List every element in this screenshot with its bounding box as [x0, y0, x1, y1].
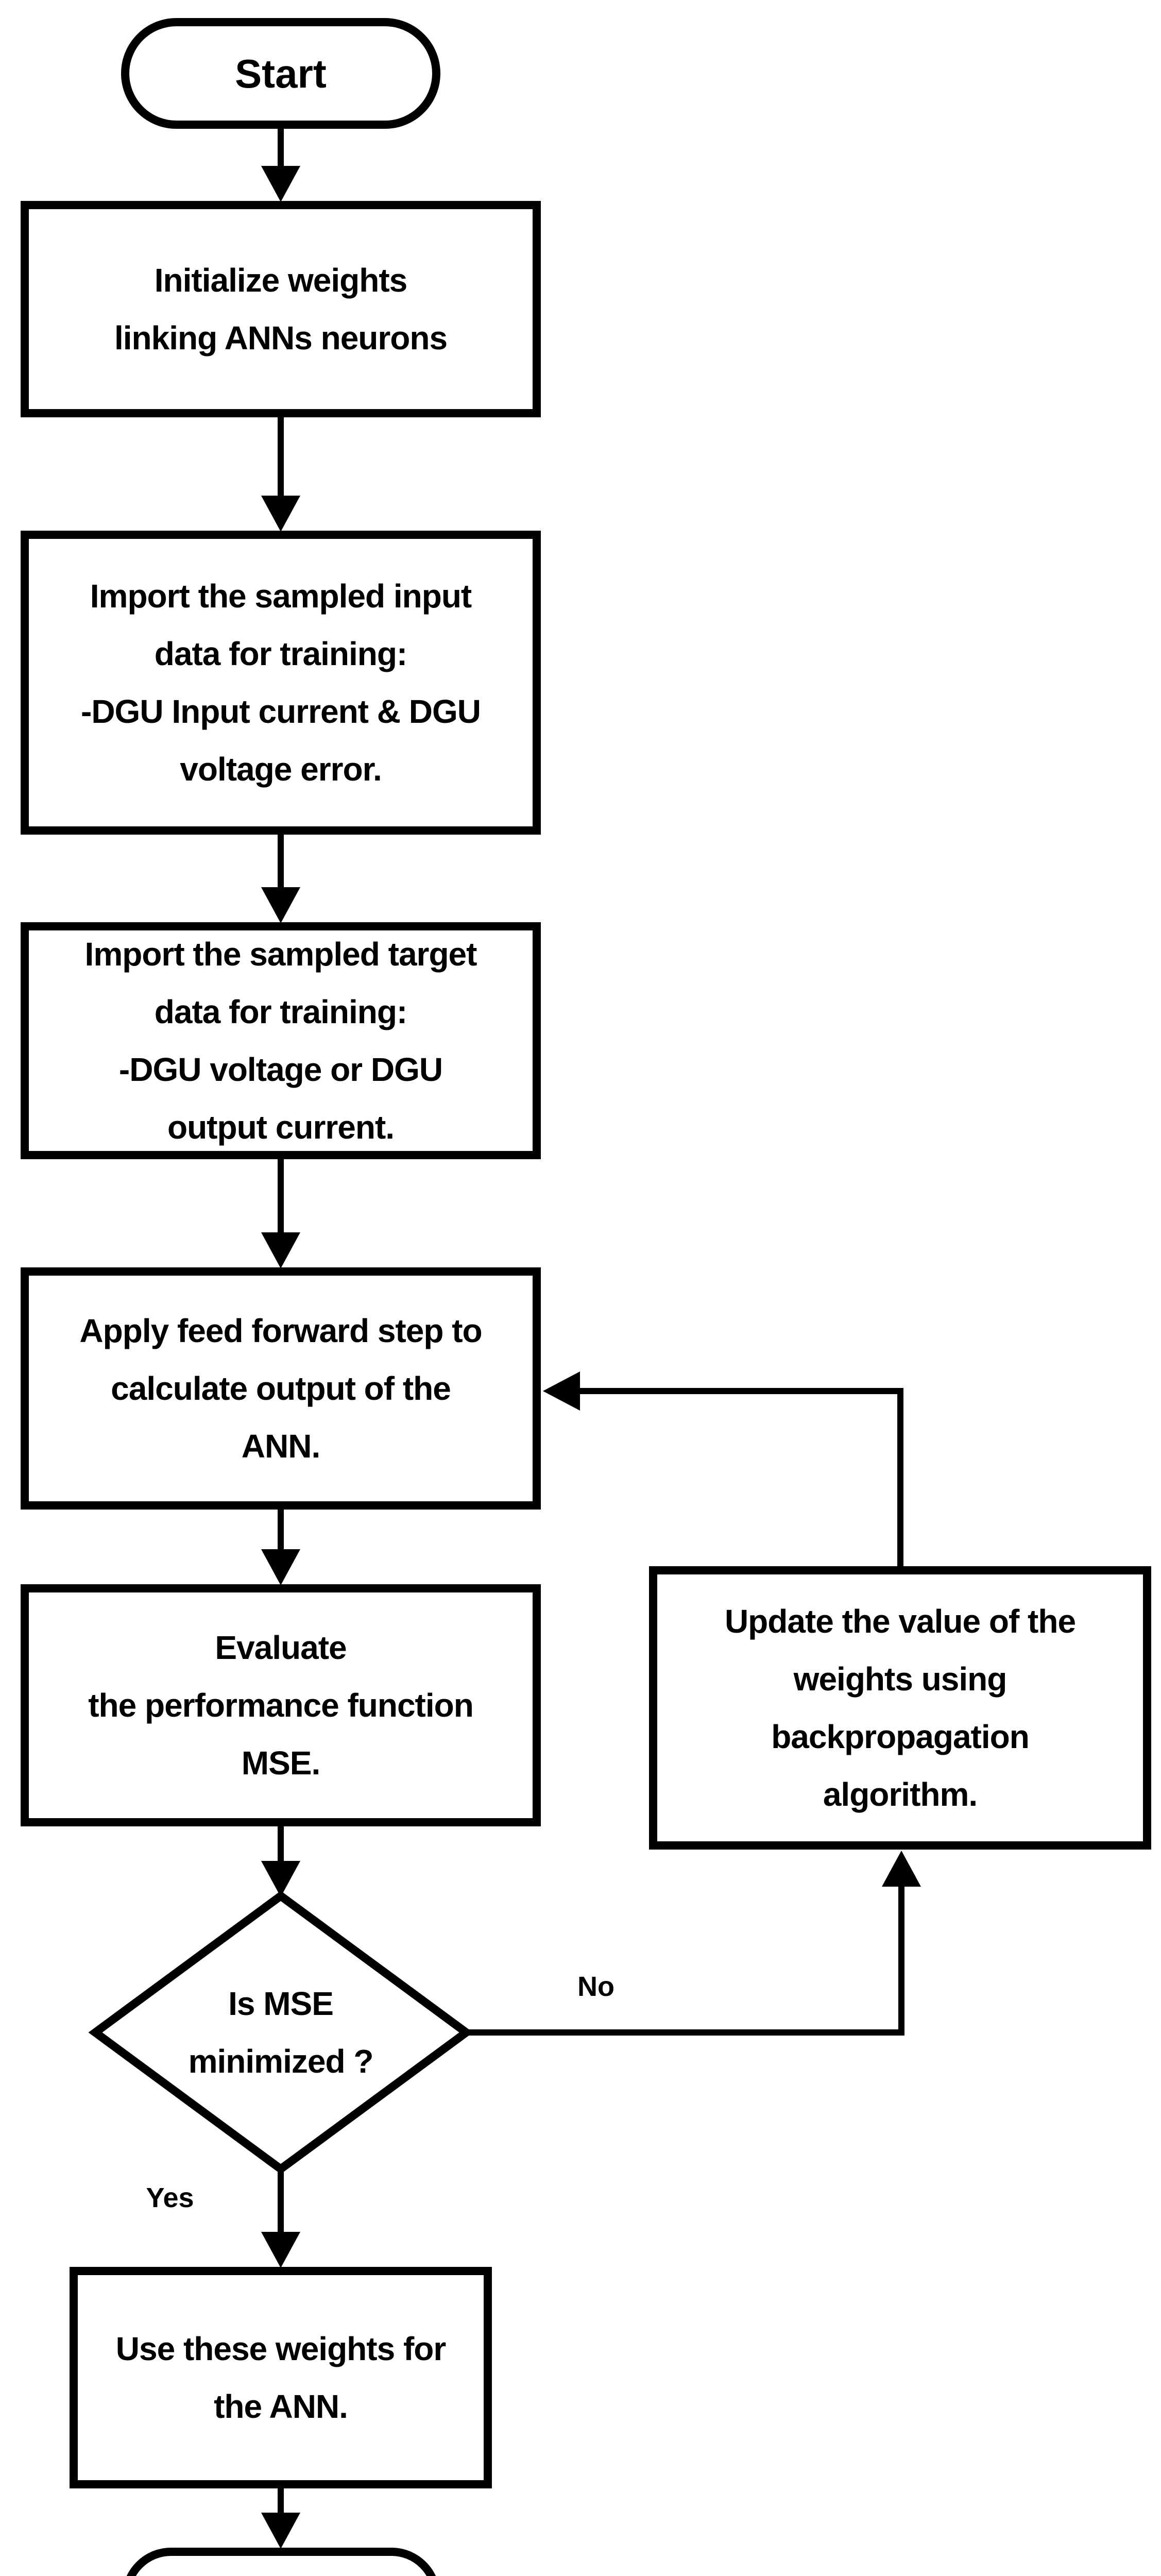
- node-feed-forward: Apply feed forward step to calculate out…: [21, 1267, 541, 1510]
- arrowhead-use-weights-to-end: [261, 2513, 300, 2549]
- arrowhead-evaluate-to-decision: [261, 1861, 300, 1897]
- node-feed-forward-text: Apply feed forward step to calculate out…: [79, 1312, 482, 1465]
- arrowhead-update-to-feed-forward: [543, 1371, 580, 1411]
- node-decision-is-mse-minimized: Is MSE minimized ?: [147, 1958, 415, 2107]
- node-import-target-data: Import the sampled target data for train…: [21, 922, 541, 1159]
- arrowhead-initialize-to-import-input: [261, 496, 300, 532]
- node-use-weights: Use these weights for the ANN.: [70, 2267, 492, 2488]
- arrowhead-start-to-initialize: [261, 166, 300, 202]
- node-evaluate-mse-text: Evaluate the performance function MSE.: [88, 1629, 474, 1782]
- edge-label-yes: Yes: [146, 2182, 194, 2213]
- node-use-weights-text: Use these weights for the ANN.: [115, 2330, 446, 2425]
- connector-no-decision-to-update: [466, 1887, 904, 2036]
- arrowhead-yes-decision-to-use-weights: [261, 2232, 300, 2268]
- node-update-weights-text: Update the value of the weights using ba…: [724, 1603, 1076, 1813]
- arrowhead-feed-forward-to-evaluate: [261, 1549, 300, 1585]
- node-end: End: [122, 2548, 440, 2576]
- connector-update-to-feed-forward: [580, 1388, 903, 1566]
- node-update-weights: Update the value of the weights using ba…: [649, 1566, 1151, 1850]
- node-initialize-weights: Initialize weights linking ANNs neurons: [21, 201, 541, 417]
- node-start: Start: [121, 18, 440, 129]
- node-decision-text: Is MSE minimized ?: [188, 1985, 374, 2080]
- node-import-input-data: Import the sampled input data for traini…: [21, 531, 541, 835]
- node-initialize-weights-text: Initialize weights linking ANNs neurons: [114, 262, 448, 357]
- node-evaluate-mse: Evaluate the performance function MSE.: [21, 1584, 541, 1826]
- node-start-label: Start: [235, 50, 327, 96]
- node-import-target-data-text: Import the sampled target data for train…: [84, 936, 477, 1146]
- arrowhead-no-decision-to-update: [882, 1851, 921, 1887]
- edge-label-no: No: [577, 1971, 614, 2002]
- arrowhead-import-input-to-import-target: [261, 887, 300, 923]
- node-end-label: End: [243, 2574, 319, 2576]
- arrowhead-import-target-to-feed-forward: [261, 1232, 300, 1268]
- node-import-input-data-text: Import the sampled input data for traini…: [81, 578, 481, 788]
